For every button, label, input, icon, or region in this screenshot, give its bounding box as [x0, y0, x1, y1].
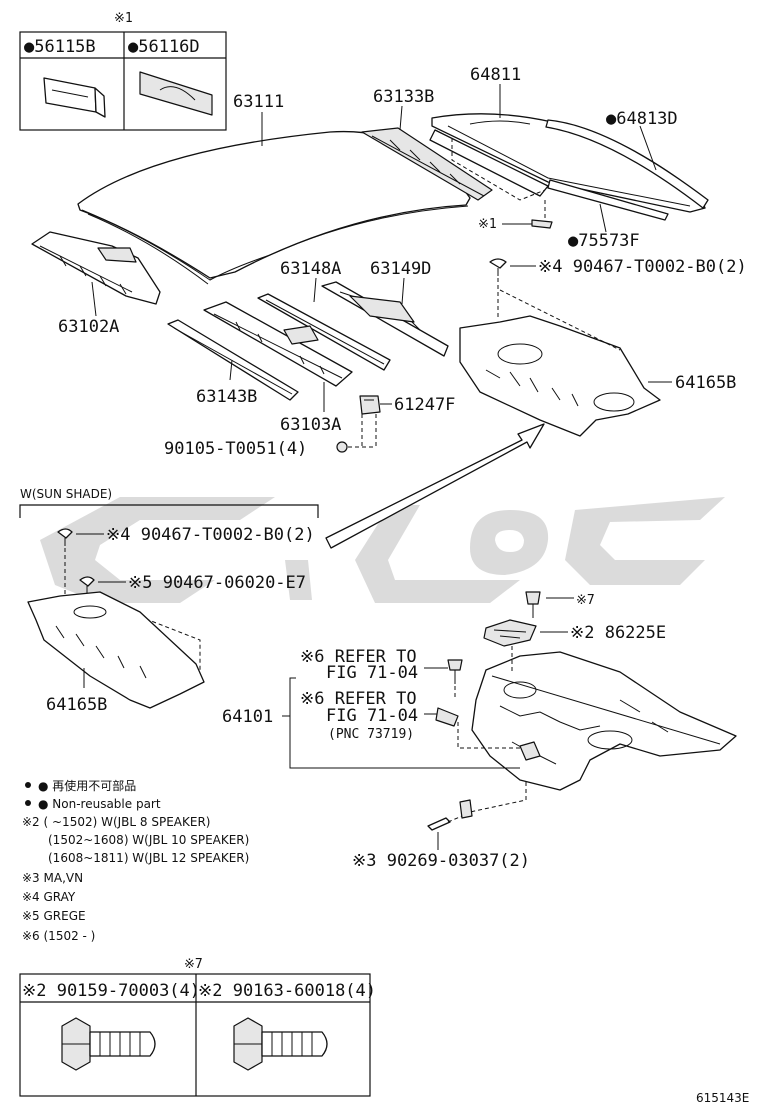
note-7-label: ※7 [576, 593, 595, 608]
legend-6: ※4 GRAY [22, 890, 76, 904]
clip-56116d-icon [139, 71, 213, 116]
callout-64101: 64101 [222, 677, 520, 769]
inset-part-90159: ※2 90159-70003(4) [22, 981, 200, 1001]
inset-top-marker: ※1 [114, 11, 133, 26]
label-64811: 64811 [470, 65, 521, 85]
bolt-90105-icon [336, 441, 348, 453]
inset-bottom-frame [19, 973, 371, 1097]
label-63103a: 63103A [280, 415, 341, 435]
note-1-pointer: ※1 [478, 217, 553, 232]
bracket-86225e: ※2 86225E [483, 619, 666, 672]
label-90467-grege: ※5 90467-06020-E7 [128, 573, 306, 593]
label-63102a: 63102A [58, 317, 119, 337]
molding-64813d: ●64813D [545, 109, 709, 209]
refer-b-line3: (PNC 73719) [328, 727, 414, 742]
sunshade-section: W(SUN SHADE) ※4 90467-T0002-B0(2) ※5 904… [19, 487, 319, 715]
package-tray-trim-64165b-sunshade [27, 591, 205, 709]
label-86225e: ※2 86225E [570, 623, 666, 643]
label-64813d: ●64813D [606, 109, 678, 129]
bolt-refer-a-icon [447, 659, 463, 671]
refer-fig-71-04-a: ※6 REFER TO FIG 71-04 [300, 647, 463, 700]
package-tray-trim-64165b-top: 64165B [459, 289, 736, 437]
refer-b-line2: FIG 71-04 [326, 706, 418, 726]
inset-part-56116d: ●56116D [128, 37, 200, 57]
bolt-note-7: ※7 [525, 591, 595, 618]
label-75573f: ●75573F [568, 231, 640, 251]
label-90467-gray: ※4 90467-T0002-B0(2) [106, 525, 315, 545]
clip-90467-gray: ※4 90467-T0002-B0(2) [57, 525, 315, 546]
roof-bow-63143b: 63143B [167, 319, 299, 407]
label-63149d: 63149D [370, 259, 431, 279]
bullet-icon [25, 782, 31, 788]
front-header-63102a: 63102A [31, 231, 161, 337]
bullet-icon [25, 800, 31, 806]
refer-b-line1: ※6 REFER TO [300, 689, 417, 709]
clip-90269: ※3 90269-03037(2) [352, 782, 530, 871]
legend: ● 再使用不可部品 ● Non-reusable part ※2 ( ~1502… [22, 778, 249, 943]
legend-4: (1608~1811) W(JBL 12 SPEAKER) [48, 851, 249, 865]
refer-fig-71-04-b: ※6 REFER TO FIG 71-04 (PNC 73719) [300, 689, 520, 749]
bolt-7-icon [525, 591, 541, 605]
clip-90467-top: ※4 90467-T0002-B0(2) [489, 257, 747, 320]
legend-3: (1502~1608) W(JBL 10 SPEAKER) [48, 833, 249, 847]
package-tray-panel-64101 [471, 651, 737, 791]
label-63148a: 63148A [280, 259, 341, 279]
refer-a-line1: ※6 REFER TO [300, 647, 417, 667]
inset-top-frame [19, 31, 227, 131]
bracket-61247f: 61247F [359, 395, 455, 448]
refer-a-line2: FIG 71-04 [326, 663, 418, 683]
legend-0: ● 再使用不可部品 [38, 778, 136, 793]
sunshade-title: W(SUN SHADE) [20, 487, 112, 501]
clip-90269-icon [427, 817, 451, 831]
label-64165b-top: 64165B [675, 373, 736, 393]
inset-bottom: ※7 ※2 90159-70003(4) ※2 90163-60018(4) [19, 957, 376, 1097]
bracket-refer-b-icon [435, 707, 459, 727]
legend-1: ● Non-reusable part [38, 797, 161, 811]
roof-bow-63148a: 63148A [257, 259, 391, 371]
rear-window-64811: 64811 [429, 65, 706, 225]
roof-rail-63133b: 63133B [361, 87, 493, 201]
label-90269: ※3 90269-03037(2) [352, 851, 530, 871]
inset-part-56115b: ●56115B [24, 37, 96, 57]
legend-5: ※3 MA,VN [22, 871, 83, 885]
label-63143b: 63143B [196, 387, 257, 407]
weatherstrip-75573f: ●75573F [547, 179, 669, 251]
flange-bolt-90163-icon [233, 1017, 328, 1071]
label-63133b: 63133B [373, 87, 434, 107]
note-1-label: ※1 [478, 217, 497, 232]
inset-top: ※1 ●56115B ●56116D [19, 11, 227, 131]
label-61247f: 61247F [394, 395, 455, 415]
legend-8: ※6 (1502 - ) [22, 929, 95, 943]
roof-reinforcement-63103a: 63103A [203, 301, 353, 435]
watermark-logo-icon [40, 497, 725, 603]
legend-2: ※2 ( ~1502) W(JBL 8 SPEAKER) [22, 815, 210, 829]
label-64165b-sunshade: 64165B [46, 695, 107, 715]
legend-7: ※5 GREGE [22, 909, 86, 923]
bolt-90105: 90105-T0051(4) [164, 439, 376, 459]
label-90105: 90105-T0051(4) [164, 439, 307, 459]
label-63111: 63111 [233, 92, 284, 112]
arrow-sunshade-to-top [325, 423, 545, 549]
clip-56115b-icon [43, 77, 106, 118]
roof-panel-63111: 63111 [77, 92, 471, 285]
roof-bow-63149d: 63149D [321, 259, 449, 357]
label-64101: 64101 [222, 707, 273, 727]
flange-bolt-90159-icon [61, 1017, 156, 1071]
inset-part-90163: ※2 90163-60018(4) [198, 981, 376, 1001]
label-90467-top: ※4 90467-T0002-B0(2) [538, 257, 747, 277]
inset-bottom-marker: ※7 [184, 957, 203, 972]
figure-code: 615143E [696, 1091, 749, 1105]
clip-90467-grege: ※5 90467-06020-E7 [79, 573, 306, 594]
